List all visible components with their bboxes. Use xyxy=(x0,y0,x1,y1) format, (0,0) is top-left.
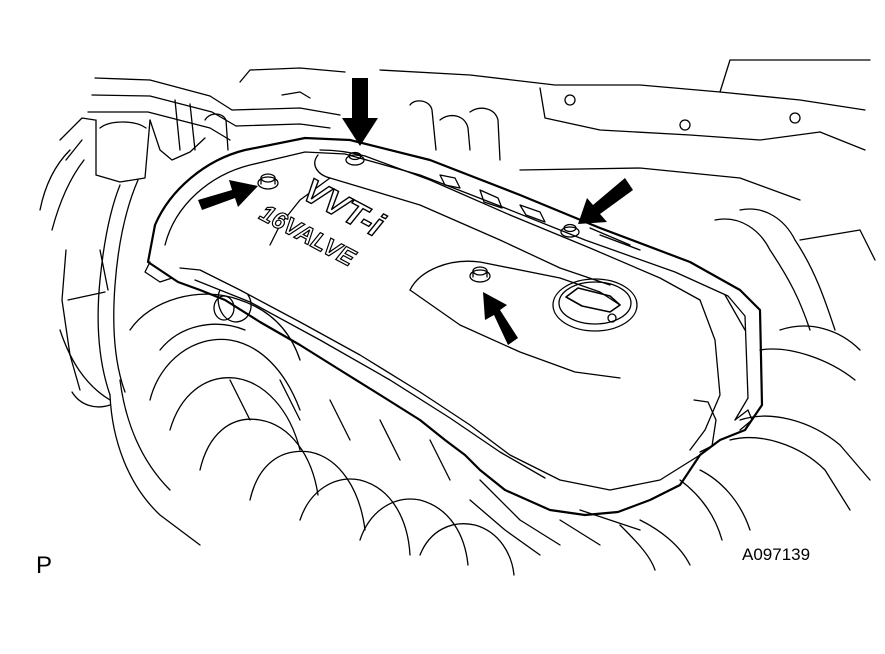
figure-number: A097139 xyxy=(742,545,811,564)
background-engine-parts xyxy=(39,67,346,408)
arrow-down-left-icon xyxy=(578,178,633,224)
background-right-parts xyxy=(379,59,876,571)
nut-rear-left xyxy=(257,173,279,190)
cover-lettering: VVT-i 16VALVE xyxy=(255,171,392,274)
nut-rear-center xyxy=(345,151,365,166)
nut-rear-right xyxy=(560,223,580,238)
cover-nuts xyxy=(257,151,580,283)
arrow-up-left-icon xyxy=(483,292,518,345)
arrow-down-icon xyxy=(342,78,378,146)
nut-front-center xyxy=(469,266,491,283)
arrow-right-icon xyxy=(198,180,258,210)
engine-cover xyxy=(144,136,764,517)
corner-code: P xyxy=(36,552,53,579)
intake-manifold xyxy=(109,289,641,576)
